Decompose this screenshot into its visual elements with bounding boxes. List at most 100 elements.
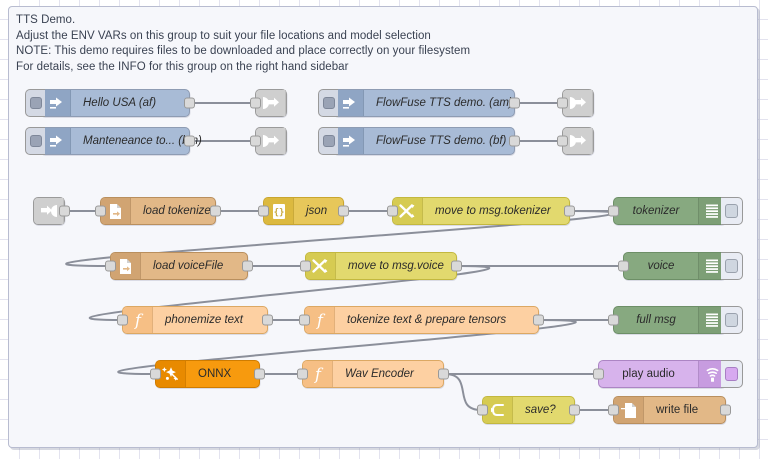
file-out-write-file[interactable]: write file xyxy=(608,396,731,424)
debug-tokenizer[interactable]: tokenizer xyxy=(608,197,743,225)
node-label: FlowFuse TTS demo. (am) xyxy=(376,97,513,109)
node-output-port[interactable] xyxy=(569,404,580,416)
onnx-node[interactable]: ONNX xyxy=(150,360,265,388)
node-input-port[interactable] xyxy=(557,135,568,147)
node-input-port[interactable] xyxy=(593,368,604,380)
debug-enable-toggle[interactable] xyxy=(721,306,743,334)
node-input-port[interactable] xyxy=(297,368,308,380)
node-input-port[interactable] xyxy=(250,97,261,109)
audio-out-play-audio[interactable]: play audio xyxy=(593,360,743,388)
node-output-port[interactable] xyxy=(262,314,273,326)
node-output-port[interactable] xyxy=(184,97,195,109)
change-shuffle-icon xyxy=(306,253,336,279)
node-input-port[interactable] xyxy=(95,205,106,217)
node-output-port[interactable] xyxy=(59,205,70,217)
node-input-port[interactable] xyxy=(608,205,619,217)
node-label: full msg xyxy=(636,314,676,326)
node-label: tokenizer xyxy=(632,205,680,217)
file-out-icon xyxy=(614,397,644,423)
node-output-port[interactable] xyxy=(338,205,349,217)
change-move-to-msg-tokenizer[interactable]: move to msg.tokenizer xyxy=(387,197,575,225)
node-input-port[interactable] xyxy=(477,404,488,416)
node-output-port[interactable] xyxy=(509,97,520,109)
function-phonemize-text[interactable]: f phonemize text xyxy=(117,306,273,334)
node-input-port[interactable] xyxy=(300,260,311,272)
json-node[interactable]: {} json xyxy=(258,197,349,225)
node-output-port[interactable] xyxy=(533,314,544,326)
inject-trigger-button[interactable] xyxy=(25,127,45,155)
inject-trigger-button[interactable] xyxy=(25,89,45,117)
change-shuffle-icon xyxy=(393,198,423,224)
node-input-port[interactable] xyxy=(250,135,261,147)
node-input-port[interactable] xyxy=(618,260,629,272)
node-label: write file xyxy=(656,404,699,416)
link-out-2[interactable] xyxy=(250,127,287,155)
group-description-line-1: TTS Demo. xyxy=(16,14,76,26)
debug-lines-icon xyxy=(698,198,725,224)
debug-full-msg[interactable]: full msg xyxy=(608,306,743,334)
node-input-port[interactable] xyxy=(608,404,619,416)
inject-hello-usa-af[interactable]: Hello USA (af) xyxy=(25,89,195,117)
node-output-port[interactable] xyxy=(720,404,731,416)
link-in-1[interactable] xyxy=(33,197,70,225)
node-label: move to msg.voice xyxy=(348,260,444,272)
node-output-port[interactable] xyxy=(242,260,253,272)
group-description-line-3: NOTE: This demo requires files to be dow… xyxy=(16,45,471,58)
link-out-3[interactable] xyxy=(557,89,594,117)
node-input-port[interactable] xyxy=(299,314,310,326)
debug-enable-toggle[interactable] xyxy=(721,252,743,280)
node-input-port[interactable] xyxy=(608,314,619,326)
node-label xyxy=(286,128,310,154)
link-out-icon xyxy=(563,128,593,154)
node-label: ONNX xyxy=(198,368,232,380)
inject-flowfuse-tts-demo-am[interactable]: FlowFuse TTS demo. (am) xyxy=(318,89,520,117)
json-braces-icon: {} xyxy=(264,198,294,224)
svg-text:f: f xyxy=(316,311,326,329)
link-out-1[interactable] xyxy=(250,89,287,117)
node-label: json xyxy=(306,205,328,217)
node-output-port[interactable] xyxy=(564,205,575,217)
node-label: FlowFuse TTS demo. (bf) xyxy=(376,135,507,147)
node-input-port[interactable] xyxy=(105,260,116,272)
change-move-to-msg-voice[interactable]: move to msg.voice xyxy=(300,252,462,280)
node-label: phonemize text xyxy=(165,314,243,326)
node-label: Hello USA (af) xyxy=(83,97,157,109)
node-label xyxy=(593,90,617,116)
node-output-port[interactable] xyxy=(254,368,265,380)
audio-speaker-icon xyxy=(698,361,725,387)
node-output-port[interactable] xyxy=(438,368,449,380)
inject-arrow-icon xyxy=(334,128,364,154)
node-output-port[interactable] xyxy=(509,135,520,147)
node-input-port[interactable] xyxy=(117,314,128,326)
audio-enable-toggle[interactable] xyxy=(721,360,743,388)
svg-text:f: f xyxy=(134,311,144,329)
file-in-load-voicefile[interactable]: load voiceFile xyxy=(105,252,253,280)
debug-enable-toggle[interactable] xyxy=(721,197,743,225)
inject-flowfuse-tts-demo-bf[interactable]: FlowFuse TTS demo. (bf) xyxy=(318,127,520,155)
node-output-port[interactable] xyxy=(210,205,221,217)
link-out-icon xyxy=(256,90,286,116)
debug-voice[interactable]: voice xyxy=(618,252,743,280)
node-label: Manteneance to... (bm) xyxy=(83,135,202,147)
switch-branch-icon xyxy=(483,397,513,423)
node-input-port[interactable] xyxy=(557,97,568,109)
node-label: load voiceFile xyxy=(153,260,224,272)
inject-trigger-button[interactable] xyxy=(318,89,338,117)
link-out-icon xyxy=(563,90,593,116)
inject-trigger-button[interactable] xyxy=(318,127,338,155)
node-input-port[interactable] xyxy=(387,205,398,217)
node-output-port[interactable] xyxy=(184,135,195,147)
node-input-port[interactable] xyxy=(150,368,161,380)
file-in-load-tokenizer[interactable]: load tokenizer xyxy=(95,197,221,225)
inject-maintenance-bm[interactable]: Manteneance to... (bm) xyxy=(25,127,202,155)
node-input-port[interactable] xyxy=(258,205,269,217)
switch-save[interactable]: save? xyxy=(477,396,580,424)
onnx-sparkle-icon xyxy=(156,361,186,387)
node-output-port[interactable] xyxy=(451,260,462,272)
svg-text:f: f xyxy=(314,365,324,383)
node-label: move to msg.tokenizer xyxy=(435,205,551,217)
link-out-4[interactable] xyxy=(557,127,594,155)
